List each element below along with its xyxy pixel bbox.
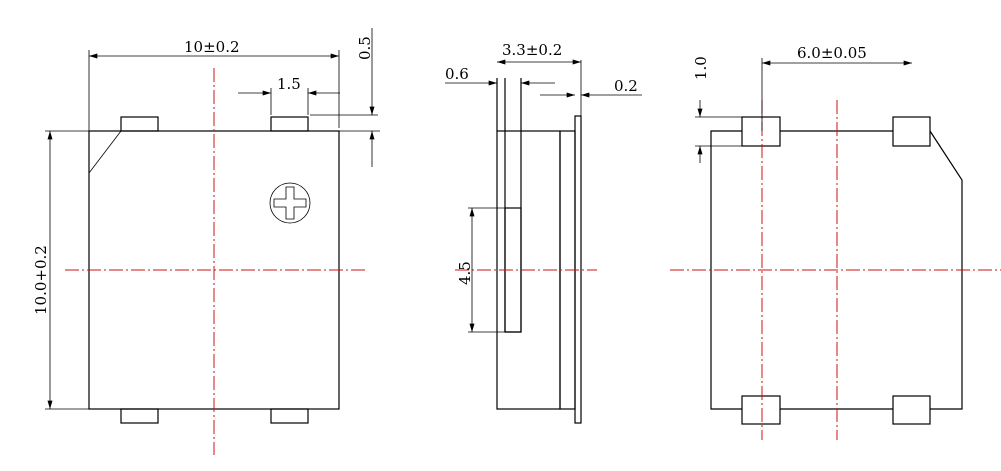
height-dimension: 10.0+0.2	[32, 245, 50, 315]
screw-icon	[269, 182, 311, 224]
pad	[892, 395, 931, 425]
pad	[270, 116, 309, 132]
terminal-dimension: 0.2	[614, 77, 638, 95]
pad	[270, 408, 309, 424]
pad-height-dimension: 0.5	[356, 36, 374, 60]
pad	[120, 408, 159, 424]
side-view: 3.3±0.2 0.6 0.2 4.5	[445, 41, 642, 424]
layer-dimension: 0.6	[445, 65, 469, 83]
front-view: 10±0.2 1.5 0.5 10.0+0.2	[32, 28, 380, 455]
pad-width-dimension: 1.5	[277, 75, 301, 93]
pad-height-dimension: 1.0	[692, 56, 710, 80]
pad	[120, 116, 159, 132]
back-view: 1.0 6.0±0.05	[670, 44, 1001, 440]
width-dimension: 10±0.2	[184, 38, 240, 56]
pad	[741, 116, 781, 147]
thickness-dimension: 3.3±0.2	[502, 41, 562, 59]
pad-pitch-dimension: 6.0±0.05	[797, 44, 867, 62]
pad	[741, 395, 781, 425]
chamfer	[88, 130, 122, 174]
hole-dimension: 4.5	[456, 261, 474, 285]
pad	[892, 116, 931, 147]
